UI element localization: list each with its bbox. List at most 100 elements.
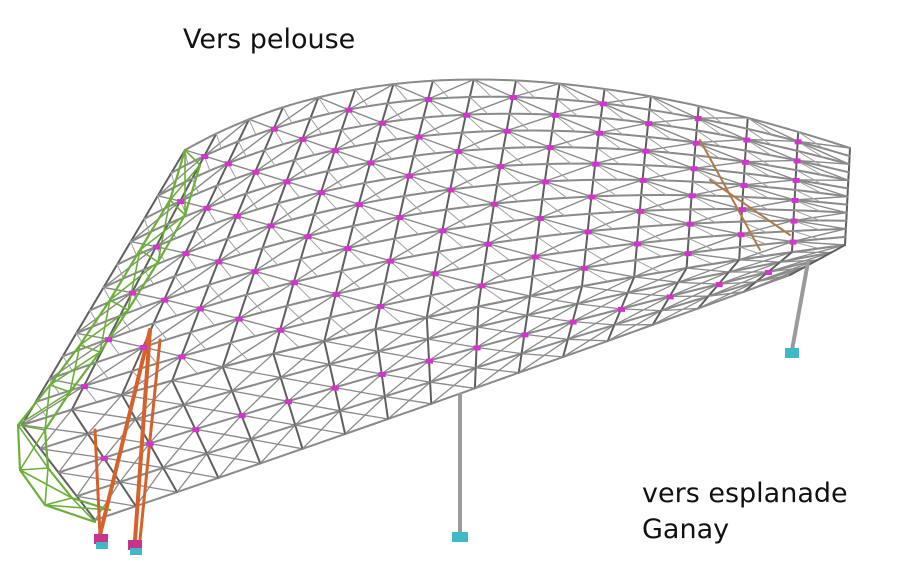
roof-purlin xyxy=(248,113,264,121)
roof-rib xyxy=(301,117,312,140)
roof-diagonal xyxy=(346,247,391,262)
column-base xyxy=(785,348,799,358)
roof-purlin xyxy=(435,96,454,100)
joint-node xyxy=(484,241,492,247)
gable-post xyxy=(44,497,73,506)
roof-diagonal xyxy=(62,355,73,372)
roof-rib xyxy=(131,346,145,372)
roof-diagonal xyxy=(745,138,799,143)
roof-purlin xyxy=(375,196,396,202)
roof-rib xyxy=(48,355,64,381)
roof-diagonal xyxy=(246,294,264,313)
roof-purlin xyxy=(393,276,416,283)
roof-diagonal xyxy=(381,98,429,124)
joint-node xyxy=(378,120,386,126)
gable-inner-chord xyxy=(183,163,202,217)
facade-diagonal xyxy=(194,428,252,440)
facade-chord xyxy=(323,335,346,343)
facade-diagonal xyxy=(377,316,428,353)
roof-diagonal xyxy=(205,207,238,217)
facade-diagonal xyxy=(148,442,208,455)
joint-node xyxy=(367,160,375,166)
facade-post xyxy=(279,376,289,403)
roof-diagonal xyxy=(143,218,150,233)
facade-post xyxy=(474,346,478,369)
roof-rib xyxy=(379,282,386,307)
roof-diagonal xyxy=(208,284,224,302)
facade-chord xyxy=(315,386,336,394)
facade-diagonal xyxy=(381,338,429,375)
roof-purlin xyxy=(706,119,729,126)
roof-diagonal xyxy=(554,114,600,134)
roof-diagonal xyxy=(203,118,250,157)
joint-node xyxy=(386,258,394,264)
facade-chord xyxy=(549,287,573,294)
facade-diagonal xyxy=(206,414,243,455)
roof-diagonal xyxy=(583,242,638,269)
roof-rib xyxy=(499,147,505,168)
roof-purlin xyxy=(34,394,56,404)
gable-outer-chord xyxy=(43,503,97,524)
gable-outer-chord xyxy=(168,148,187,202)
roof-purlin xyxy=(280,121,297,128)
facade-chord xyxy=(624,327,645,336)
facade-chord xyxy=(214,444,235,452)
roof-rib xyxy=(641,164,645,181)
roof-rib xyxy=(179,177,194,203)
facade-chord xyxy=(302,340,326,348)
facade-chord xyxy=(485,338,507,346)
roof-purlin xyxy=(340,265,362,272)
roof-diagonal xyxy=(273,96,320,130)
facade-chord xyxy=(707,271,730,277)
facade-post xyxy=(338,409,347,435)
roof-purlin xyxy=(309,113,327,120)
roof-rib xyxy=(553,98,559,116)
roof-rib xyxy=(483,242,489,266)
facade-chord xyxy=(179,455,200,464)
roof-rib xyxy=(398,195,406,218)
joint-node xyxy=(192,427,200,433)
roof-rib xyxy=(203,132,218,157)
joint-node xyxy=(491,201,499,207)
roof-diagonal xyxy=(650,95,674,115)
roof-diagonal xyxy=(509,113,530,131)
roof-diagonal xyxy=(797,140,824,158)
facade-diagonal xyxy=(633,276,679,283)
roof-diagonal xyxy=(473,78,514,98)
joint-node xyxy=(405,173,413,179)
roof-diagonal xyxy=(313,213,331,232)
roof-purlin xyxy=(662,165,685,169)
facade-chord xyxy=(39,441,61,450)
roof-purlin xyxy=(744,149,767,156)
facade-diagonal xyxy=(148,404,185,445)
facade-chord xyxy=(127,472,147,481)
roof-purlin xyxy=(365,239,387,246)
roof-diagonal xyxy=(205,170,257,209)
roof-diagonal xyxy=(696,117,747,141)
facade-chord xyxy=(447,349,468,357)
roof-purlin xyxy=(807,133,831,143)
roof-purlin xyxy=(294,117,312,124)
roof-diagonal xyxy=(794,179,849,198)
roof-diagonal xyxy=(301,138,336,151)
joint-node xyxy=(224,161,232,167)
roof-purlin xyxy=(391,136,411,141)
facade-diagonal xyxy=(135,418,196,430)
roof-diagonal xyxy=(795,159,850,165)
roof-diagonal xyxy=(796,150,824,167)
roof-diagonal xyxy=(744,159,798,163)
facade-chord xyxy=(789,255,812,262)
roof-diagonal xyxy=(696,129,721,147)
facade-diagonal xyxy=(377,350,430,362)
roof-purlin xyxy=(804,190,828,195)
roof-rib xyxy=(433,250,440,275)
facade-chord xyxy=(717,258,741,265)
facade-diagonal xyxy=(222,366,282,379)
roof-diagonal xyxy=(558,82,604,105)
roof-purlin xyxy=(386,156,406,161)
roof-diagonal xyxy=(793,195,849,201)
roof-diagonal xyxy=(480,255,536,287)
roof-purlin xyxy=(551,129,572,133)
roof-purlin xyxy=(661,179,684,183)
gable-inner-chord xyxy=(126,260,160,312)
